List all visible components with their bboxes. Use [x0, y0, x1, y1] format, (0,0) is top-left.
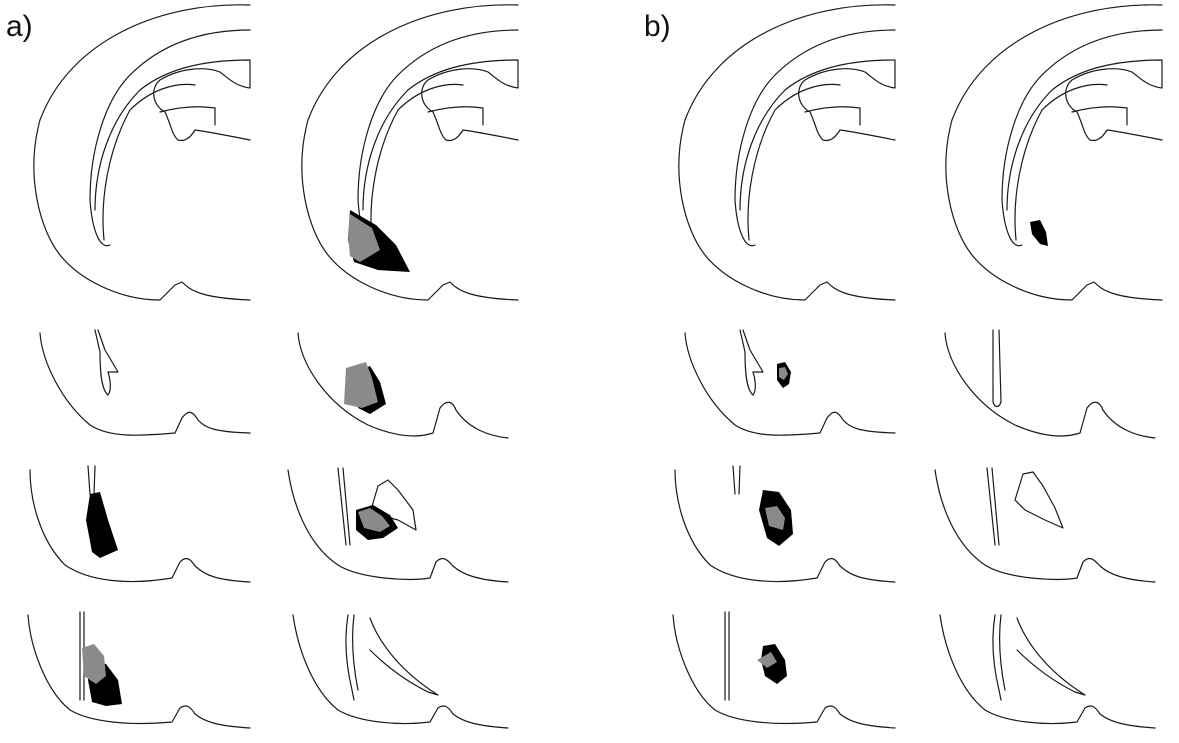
section-b-left-row3 [675, 466, 895, 582]
section-a-right-row2 [298, 333, 508, 438]
lesion-min-area [344, 362, 378, 408]
section-a-left-row1 [34, 5, 250, 300]
section-b-left-row2 [685, 330, 895, 435]
section-a-left-row3 [30, 466, 250, 582]
section-a-left-row4 [28, 612, 250, 728]
section-b-left-row4 [673, 612, 895, 728]
section-b-right-row1 [946, 5, 1162, 300]
section-b-right-row4 [940, 615, 1155, 728]
lesion-min-area [82, 644, 106, 684]
section-b-left-row1 [679, 5, 895, 300]
section-b-right-row2 [945, 330, 1155, 438]
section-a-left-row2 [40, 330, 250, 435]
section-a-right-row1 [302, 5, 518, 300]
section-a-right-row4 [293, 615, 508, 728]
section-b-right-row3 [935, 468, 1155, 582]
lesion-max-area [1030, 220, 1048, 246]
lesion-max-area [86, 492, 118, 558]
section-a-right-row3 [288, 468, 508, 582]
